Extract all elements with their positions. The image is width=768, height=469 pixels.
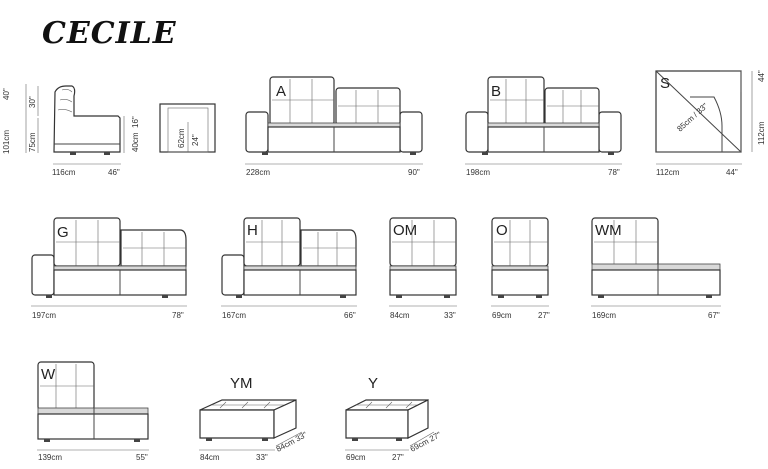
module-g-code: G <box>57 224 69 241</box>
module-y-code: Y <box>368 375 378 392</box>
module-y-in: 27" <box>392 453 404 462</box>
module-g-in: 78" <box>172 311 184 320</box>
module-om: OM 84cm 33" <box>389 217 457 320</box>
module-b-in: 78" <box>608 168 620 177</box>
module-o-cm: 69cm <box>492 311 512 320</box>
module-ym-code: YM <box>230 375 253 392</box>
module-w-in: 55" <box>136 453 148 462</box>
module-a-code: A <box>276 83 286 100</box>
module-h-code: H <box>247 222 258 239</box>
module-o-in: 27" <box>538 311 550 320</box>
module-a: A 228cm 90" <box>245 76 423 177</box>
module-s-code: S <box>660 75 670 92</box>
module-om-in: 33" <box>444 311 456 320</box>
module-o-code: O <box>496 222 508 239</box>
module-g-cm: 197cm <box>32 311 56 320</box>
module-ym-cm: 84cm <box>200 453 220 462</box>
profile-back-cm: 75cm <box>28 132 37 152</box>
module-om-cm: 84cm <box>390 311 410 320</box>
profile-depth-in: 46" <box>108 168 120 177</box>
module-ym: YM 84cm 33" 84cm 33" <box>199 375 309 462</box>
module-s-side-in: 44" <box>757 70 766 82</box>
module-s-in: 44" <box>726 168 738 177</box>
module-y: Y 69cm 27" 69cm 27" <box>345 375 443 462</box>
module-y-cm: 69cm <box>346 453 366 462</box>
module-b: B 198cm 78" <box>465 76 622 177</box>
module-w-cm: 139cm <box>38 453 62 462</box>
module-w-code: W <box>41 366 56 383</box>
module-om-code: OM <box>393 222 417 239</box>
module-wm-in: 67" <box>708 311 720 320</box>
profile-back-in: 30" <box>28 96 37 108</box>
module-s: S 85cm / 33" 44" 112cm 112cm 44" <box>655 70 766 177</box>
arm-width-cm: 62cm <box>177 128 186 148</box>
arm-width-in: 24" <box>191 134 200 146</box>
module-a-in: 90" <box>408 168 420 177</box>
module-b-code: B <box>491 83 501 100</box>
profile-height-in: 40" <box>2 88 11 100</box>
module-h-cm: 167cm <box>222 311 246 320</box>
module-b-cm: 198cm <box>466 168 490 177</box>
profile-seat-in: 16" <box>131 116 140 128</box>
module-wm: WM 169cm 67" <box>591 217 721 320</box>
module-g: G 197cm 78" <box>31 217 187 320</box>
module-a-cm: 228cm <box>246 168 270 177</box>
module-s-cm: 112cm <box>656 168 680 177</box>
module-h-in: 66" <box>344 311 356 320</box>
module-ym-in: 33" <box>256 453 268 462</box>
module-w: W 139cm 55" <box>37 361 149 462</box>
profile-seat-cm: 40cm <box>131 132 140 152</box>
module-wm-cm: 169cm <box>592 311 616 320</box>
module-h: H 167cm 66" <box>221 217 357 320</box>
module-s-side-cm: 112cm <box>757 121 766 145</box>
profile-height-cm: 101cm <box>2 130 11 154</box>
side-profile: 40" 30" 101cm 75cm 40cm 16" 116cm 46" <box>2 84 140 177</box>
profile-depth-cm: 116cm <box>52 168 76 177</box>
module-wm-code: WM <box>595 222 622 239</box>
brand-logo: CECILE <box>42 16 177 51</box>
arm-detail: 62cm 24" <box>159 103 216 153</box>
module-o: O 69cm 27" <box>491 217 550 320</box>
